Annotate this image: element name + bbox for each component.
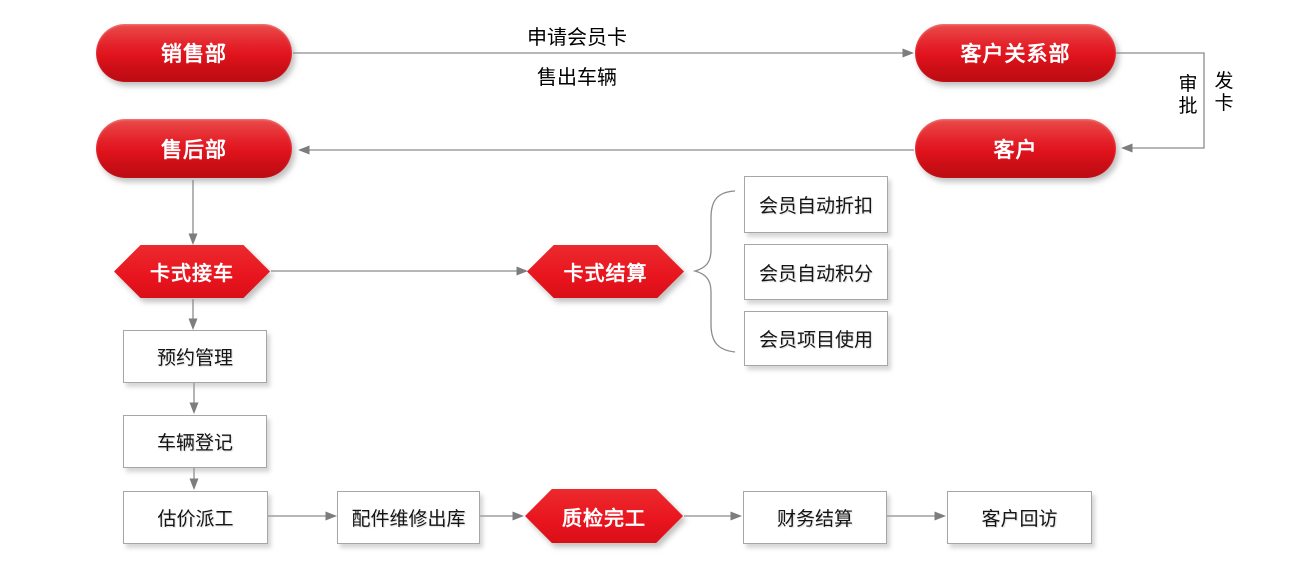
node-card-reception-label: 卡式接车 [150, 263, 234, 285]
edge-label-issue-card: 发卡 [1214, 71, 1234, 114]
node-vehicle-registration-label: 车辆登记 [156, 433, 233, 454]
node-vehicle-registration: 车辆登记 [123, 415, 267, 468]
node-parts-maintenance-outbound: 配件维修出库 [337, 491, 480, 544]
node-customer-follow-up-label: 客户回访 [981, 509, 1058, 530]
node-member-project-usage-label: 会员项目使用 [758, 330, 873, 351]
node-customer-follow-up: 客户回访 [947, 491, 1092, 544]
node-quality-inspection-label: 质检完工 [562, 507, 646, 530]
node-after-sales-dept: 售后部 [96, 119, 292, 178]
node-customer-label: 客户 [993, 138, 1038, 162]
node-card-settlement-label: 卡式结算 [563, 263, 648, 285]
node-financial-settlement-label: 财务结算 [776, 509, 853, 530]
node-sales-dept-label: 销售部 [161, 43, 227, 66]
node-appointment-management-label: 预约管理 [156, 348, 233, 369]
node-member-auto-discount: 会员自动折扣 [744, 176, 888, 233]
node-member-auto-points-label: 会员自动积分 [758, 263, 873, 285]
node-card-reception: 卡式接车 [114, 245, 270, 298]
edge-label-approval: 审批 [1178, 74, 1198, 117]
node-parts-maintenance-outbound-label: 配件维修出库 [351, 509, 466, 530]
node-after-sales-dept-label: 售后部 [161, 138, 227, 162]
edge-crm-to-customer [1116, 52, 1205, 153]
node-member-project-usage: 会员项目使用 [744, 311, 888, 366]
card-reception-hexagon: 卡式接车 [114, 245, 270, 298]
node-member-auto-discount-label: 会员自动折扣 [758, 196, 873, 217]
node-card-settlement: 卡式结算 [527, 245, 684, 298]
edge-label-apply-membership-card: 申请会员卡 [527, 27, 627, 49]
node-customer-relations-dept-label: 客户关系部 [960, 43, 1071, 66]
edge-label-sell-vehicle: 售出车辆 [537, 67, 617, 89]
node-quality-inspection-complete: 质检完工 [525, 489, 683, 543]
brace-card-settlement-outcomes [692, 190, 736, 353]
node-customer: 客户 [915, 119, 1116, 178]
node-valuation-dispatch: 估价派工 [123, 491, 268, 544]
card-settlement-hexagon: 卡式结算 [527, 245, 684, 298]
node-member-auto-points: 会员自动积分 [744, 244, 888, 300]
quality-inspection-hexagon: 质检完工 [525, 489, 683, 543]
node-sales-dept: 销售部 [96, 24, 292, 82]
node-financial-settlement: 财务结算 [743, 491, 887, 544]
node-appointment-management: 预约管理 [123, 330, 267, 383]
node-valuation-dispatch-label: 估价派工 [157, 509, 234, 530]
node-customer-relations-dept: 客户关系部 [915, 24, 1116, 82]
